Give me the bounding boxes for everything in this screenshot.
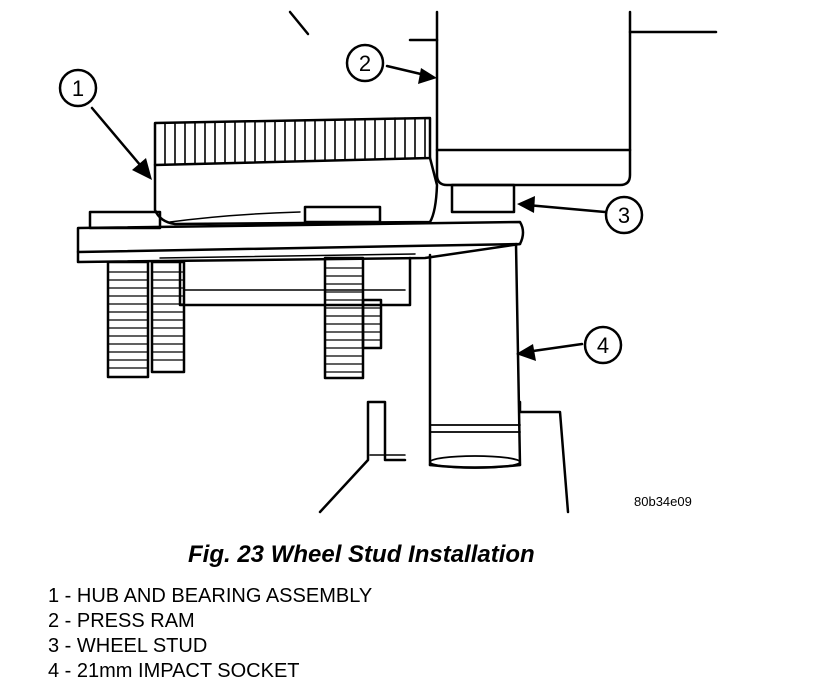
hub-and-bearing-assembly xyxy=(76,116,525,307)
wheel-studs-threaded xyxy=(106,256,383,380)
callout-label-2: 2 xyxy=(359,51,371,76)
wheel-stud xyxy=(450,183,516,214)
callout-circle-2 xyxy=(345,43,385,83)
press-ram xyxy=(288,10,718,187)
wheel-stud-installation-diagram: 1 2 3 4 80b34e09 xyxy=(58,10,718,514)
arrowhead-3 xyxy=(517,196,535,213)
callout-label-4: 4 xyxy=(597,333,609,358)
impact-socket xyxy=(428,242,522,469)
callout-label-3: 3 xyxy=(618,203,630,228)
callout-circle-4 xyxy=(583,325,623,365)
legend-item-impact-socket: 4 - 21mm IMPACT SOCKET xyxy=(48,660,300,682)
arrowhead-4 xyxy=(516,344,536,361)
callout-label-1: 1 xyxy=(72,76,84,101)
figure-caption: Fig. 23 Wheel Stud Installation xyxy=(188,541,535,568)
callout-circle-1 xyxy=(58,68,98,108)
callout-arrows xyxy=(90,64,607,354)
legend-item-press-ram: 2 - PRESS RAM xyxy=(48,610,195,632)
arrowhead-1 xyxy=(132,158,152,180)
callout-circle-3 xyxy=(604,195,644,235)
image-code: 80b34e09 xyxy=(634,494,692,509)
arrowhead-2 xyxy=(418,68,437,84)
legend-item-wheel-stud: 3 - WHEEL STUD xyxy=(48,635,208,657)
legend-list: 1 - HUB AND BEARING ASSEMBLY 2 - PRESS R… xyxy=(48,584,372,684)
legend-item-hub-bearing: 1 - HUB AND BEARING ASSEMBLY xyxy=(48,585,373,607)
